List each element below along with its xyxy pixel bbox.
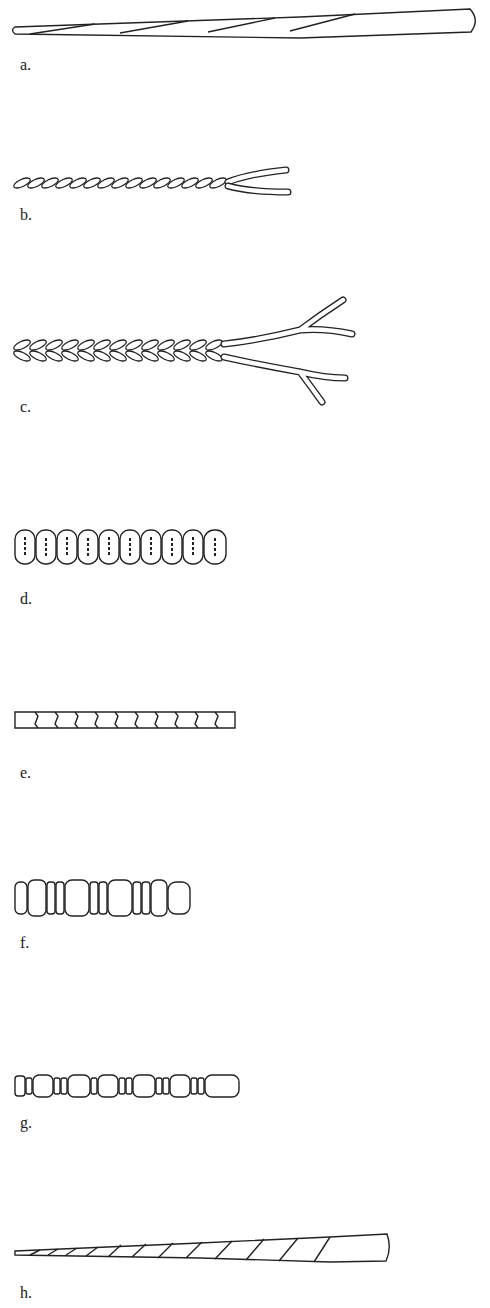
figure-letter: f. <box>20 934 29 952</box>
figure-letter: g. <box>20 1114 32 1132</box>
figure-letter: h. <box>20 1284 32 1302</box>
strand-h <box>15 1234 389 1262</box>
figure-letter: b. <box>20 206 32 224</box>
strand-e <box>15 712 235 728</box>
figure-letter: e. <box>20 764 31 782</box>
strand-d <box>15 530 226 564</box>
strand-g <box>15 1075 239 1097</box>
figure-letter: c. <box>20 398 31 416</box>
strand-b <box>12 170 288 192</box>
strand-f <box>15 880 190 916</box>
strand-a <box>13 9 476 38</box>
figure-letter: d. <box>20 590 32 608</box>
strand-c <box>12 300 352 402</box>
figure-letter: a. <box>20 56 31 74</box>
